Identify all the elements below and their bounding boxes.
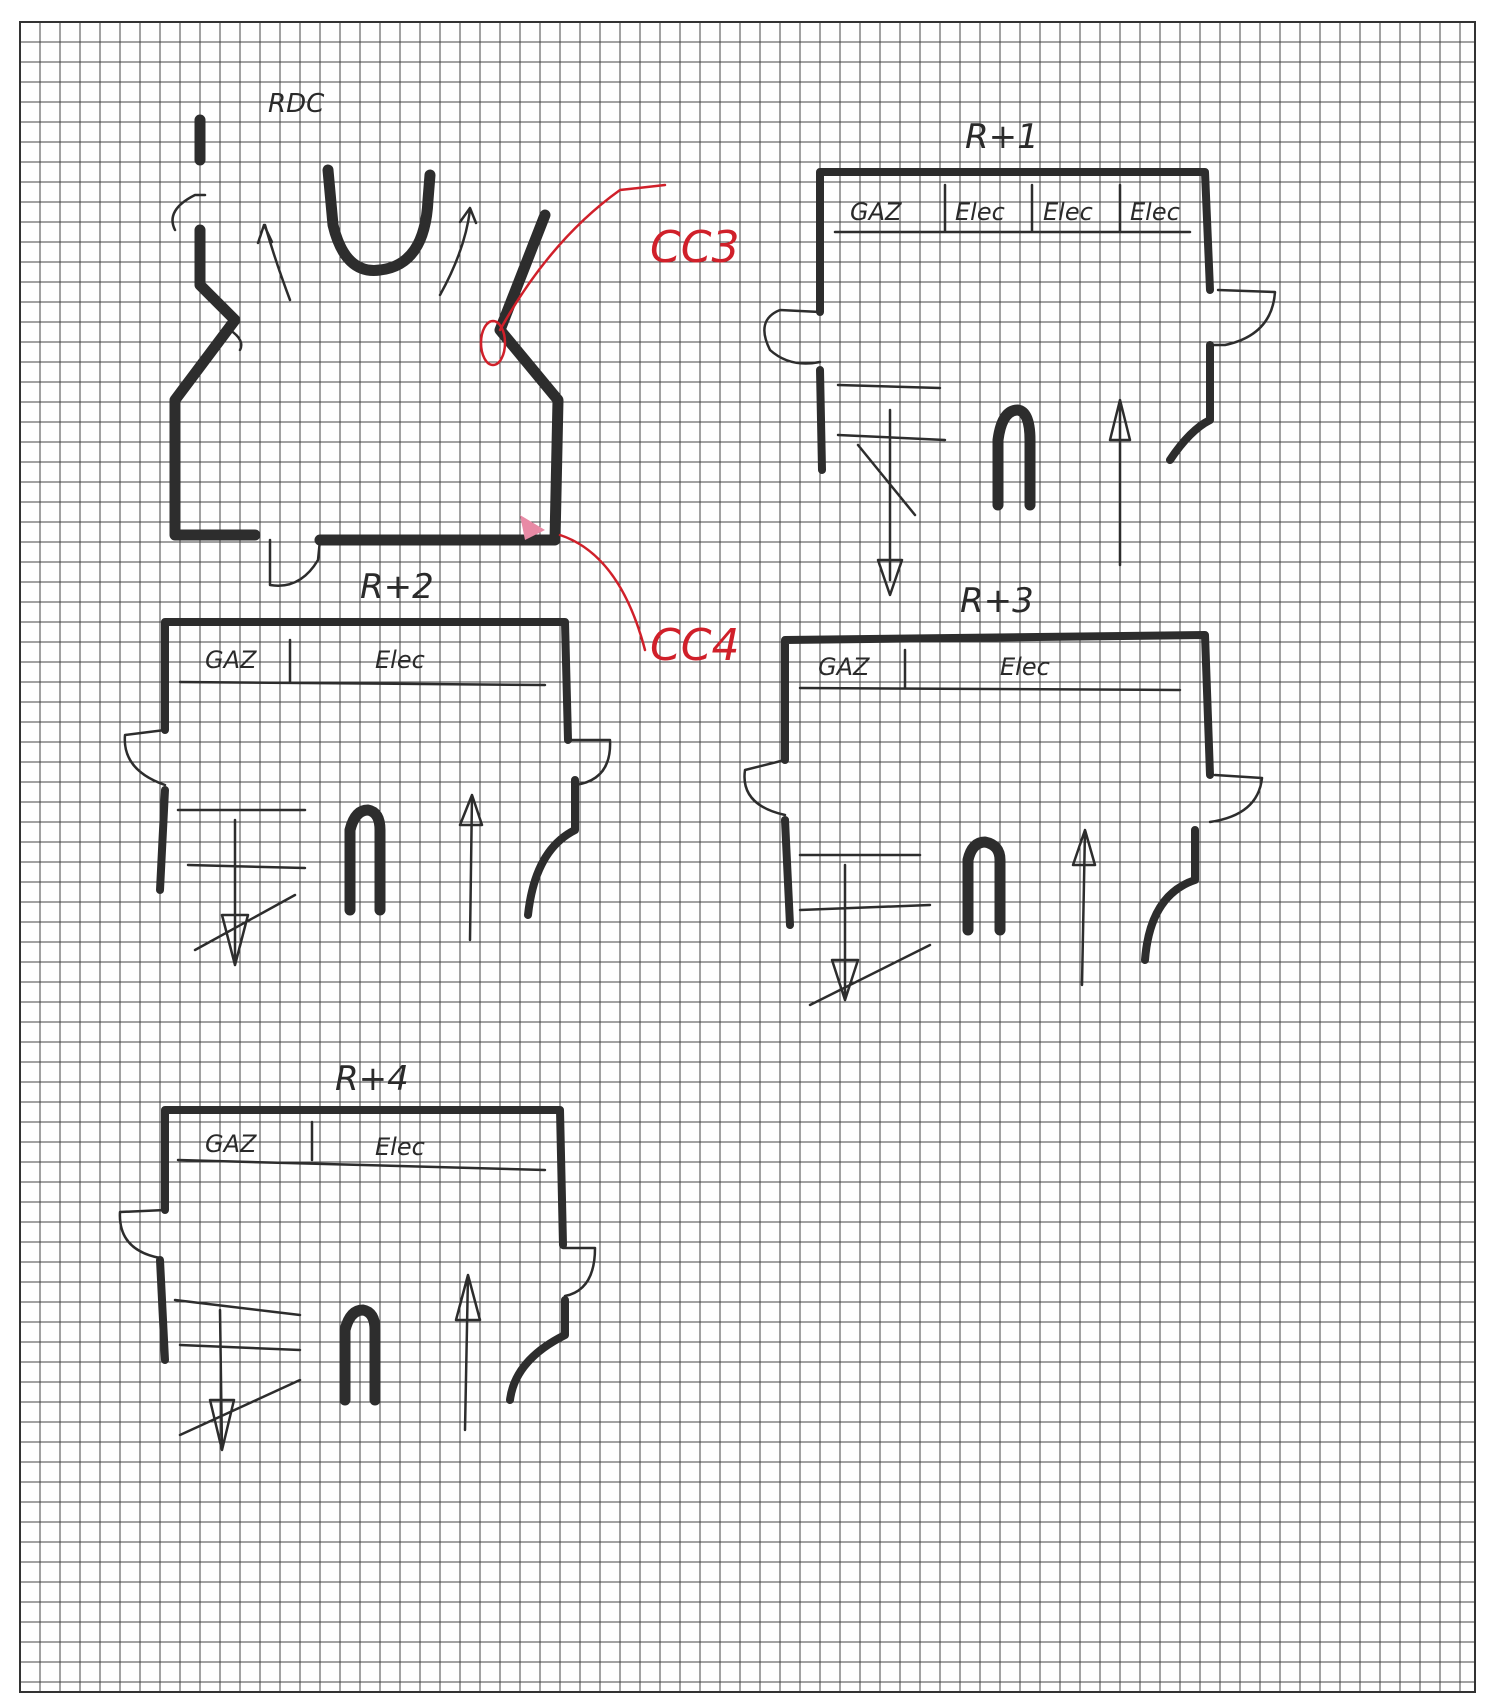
r2-door-right — [566, 738, 612, 787]
floor-r4: R+4 GAZ Elec — [118, 1059, 597, 1452]
r1-u-stair — [992, 404, 1036, 511]
r1-stair-down — [836, 383, 947, 597]
r3-meter-box — [798, 648, 1182, 692]
floor-r2-label: R+2 — [360, 567, 434, 607]
r2-walls-top — [161, 618, 572, 744]
r1-walls-bottom — [816, 341, 1214, 474]
r4-walls-top — [161, 1106, 567, 1249]
floor-r2: R+2 GAZ Elec — [123, 567, 612, 967]
r4-meter-elec: Elec — [375, 1133, 425, 1161]
r4-stair-down — [173, 1298, 302, 1452]
cc4-label: CC4 — [650, 620, 739, 671]
rdc-arrow-up-left — [256, 223, 292, 302]
r4-meter-gaz: GAZ — [205, 1130, 257, 1158]
floor-r4-label: R+4 — [335, 1059, 409, 1099]
cc3-label: CC3 — [650, 222, 739, 273]
r3-meter-gaz: GAZ — [818, 653, 870, 681]
r3-u-stair — [962, 836, 1006, 936]
r4-walls-bottom — [156, 1256, 569, 1404]
r2-u-stair — [344, 804, 386, 916]
rdc-u-stair — [322, 164, 436, 276]
floor-rdc: RDC — [169, 89, 564, 587]
r3-door-right — [1208, 773, 1264, 824]
rdc-door-left — [171, 193, 207, 232]
floor-r3-label: R+3 — [960, 581, 1034, 621]
floor-rdc-label: RDC — [268, 89, 325, 119]
r4-door-right — [561, 1246, 597, 1298]
r2-meter-gaz: GAZ — [205, 646, 257, 674]
r2-stair-down — [176, 808, 307, 967]
rdc-walls — [169, 114, 564, 546]
r3-walls-bottom — [781, 816, 1199, 964]
r1-meter-box — [833, 183, 1192, 234]
rdc-arrow-up-right — [438, 206, 478, 297]
r2-meter-box — [178, 638, 547, 687]
r1-walls-top — [816, 168, 1214, 316]
sheet-border — [19, 21, 1476, 1693]
r1-meter-elec-3: Elec — [1130, 198, 1180, 226]
cc3-circle-marker — [479, 319, 507, 367]
r4-arrow-up — [454, 1273, 482, 1432]
r1-meter-elec-1: Elec — [955, 198, 1005, 226]
r4-door-left — [118, 1208, 167, 1260]
graph-paper-grid — [19, 21, 1475, 1692]
r1-arrow-up — [1108, 398, 1132, 567]
r2-arrow-up — [458, 793, 484, 942]
r3-walls-top — [781, 631, 1214, 779]
r2-walls-bottom — [156, 776, 579, 919]
cc4-triangle-marker — [520, 515, 545, 540]
r1-door-right — [1208, 288, 1277, 347]
rdc-door-bottom — [268, 538, 322, 587]
rdc-corner-curve — [228, 328, 243, 352]
floor-r1-label: R+1 — [965, 117, 1039, 157]
floor-r1: R+1 GAZ Elec Elec Elec — [763, 117, 1277, 597]
cc4-leader-line — [558, 533, 647, 652]
r3-door-left — [743, 758, 787, 817]
r4-u-stair — [339, 1304, 381, 1406]
floor-r3: R+3 GAZ Elec — [743, 581, 1264, 1007]
r1-meter-gaz: GAZ — [850, 198, 902, 226]
r3-arrow-up — [1071, 828, 1097, 987]
r2-door-left — [123, 728, 167, 787]
r2-meter-elec: Elec — [375, 646, 425, 674]
r3-stair-down — [798, 853, 932, 1007]
annotations: CC3 CC4 — [479, 183, 739, 671]
cc3-leader-line — [498, 183, 667, 332]
r3-meter-elec: Elec — [1000, 653, 1050, 681]
r1-meter-elec-2: Elec — [1043, 198, 1093, 226]
r1-door-left — [763, 308, 822, 365]
r4-meter-box — [176, 1120, 547, 1172]
